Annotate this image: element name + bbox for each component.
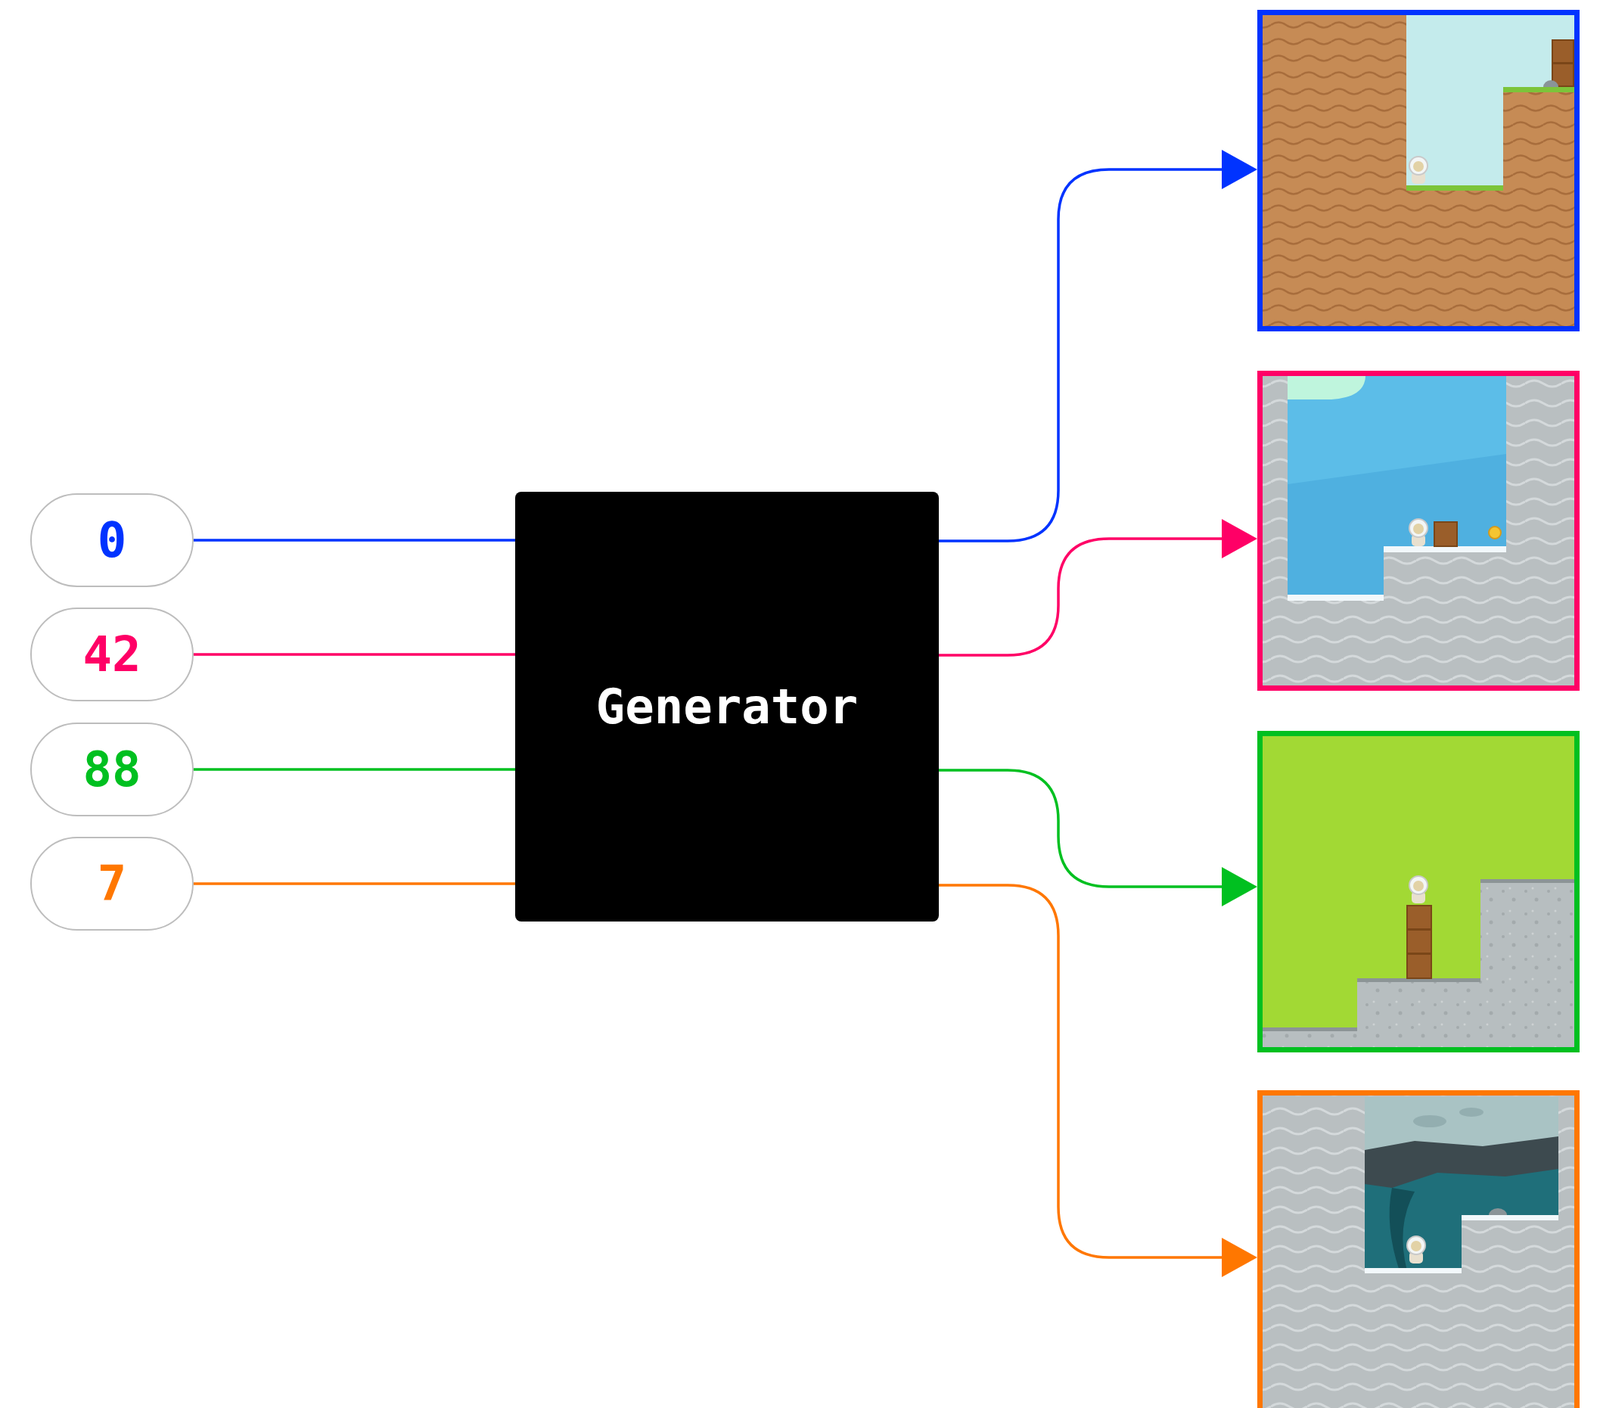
seed-wire bbox=[193, 652, 516, 656]
seed-number: 7 bbox=[97, 857, 128, 911]
seed-number: 0 bbox=[97, 513, 128, 567]
generator-box: Generator bbox=[515, 491, 939, 922]
seed-pill: 42 bbox=[30, 607, 194, 702]
seed-wire bbox=[193, 882, 516, 886]
seed-pill: 0 bbox=[30, 493, 194, 588]
seed-pill: 88 bbox=[30, 722, 194, 817]
seed-pill: 7 bbox=[30, 836, 194, 931]
seed-wire bbox=[193, 538, 516, 542]
seed-number: 88 bbox=[82, 742, 141, 796]
seed-number: 42 bbox=[82, 627, 141, 681]
generator-label: Generator bbox=[596, 680, 859, 734]
seed-wire bbox=[193, 767, 516, 771]
